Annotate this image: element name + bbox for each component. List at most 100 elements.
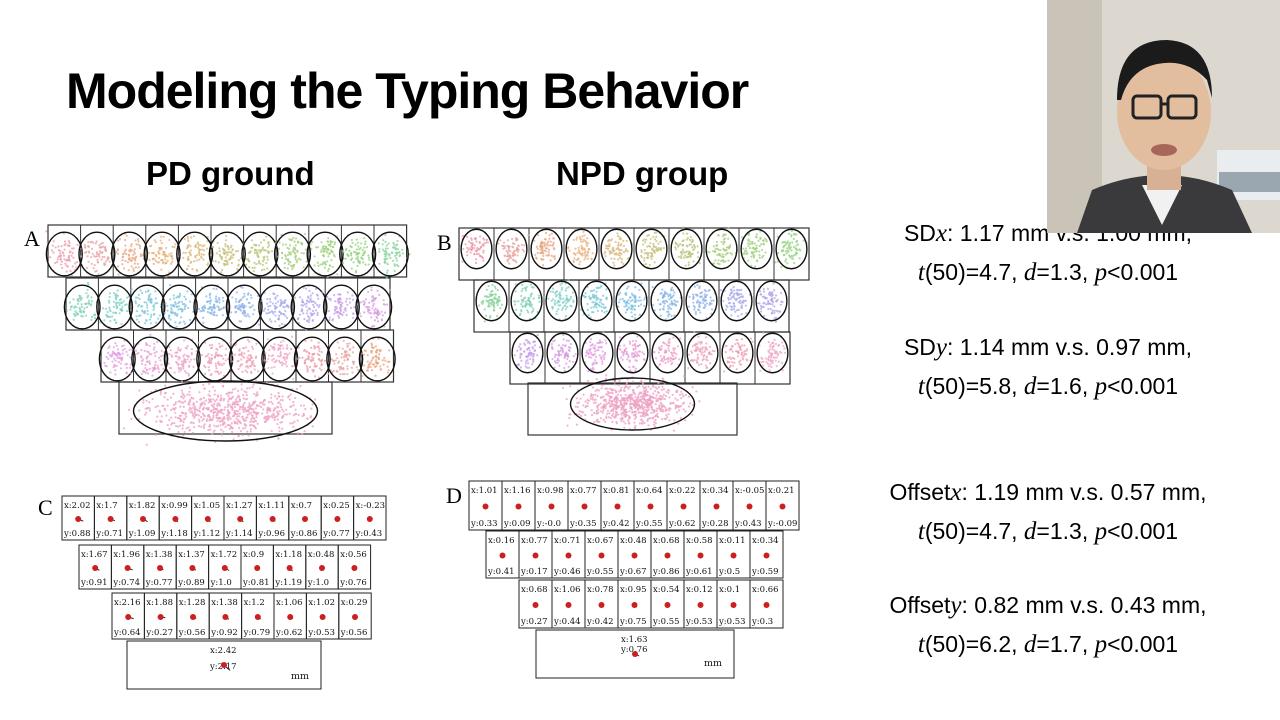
pd-touch-point (164, 258, 167, 261)
npd-touch-point (743, 251, 746, 255)
pd-touch-point (242, 394, 245, 397)
pd-touch-point (68, 241, 71, 245)
npd-touch-point (645, 238, 648, 241)
npd-touch-point (520, 303, 523, 306)
pd-touch-point (323, 262, 326, 265)
npd-touch-point (554, 292, 557, 295)
npd-touch-point (665, 343, 669, 347)
npd-touch-point (723, 233, 726, 236)
npd-touch-point (468, 247, 471, 250)
npd-touch-point (612, 246, 615, 249)
npd-touch-point (696, 256, 700, 259)
pd-touch-point (363, 237, 366, 240)
pd-touch-point (217, 409, 221, 412)
pd-touch-point (230, 244, 233, 247)
pd-touch-point (215, 425, 218, 428)
pd-touch-point (276, 422, 279, 426)
pd-touch-point (156, 415, 159, 418)
pd-touch-point (245, 298, 249, 301)
pd-touch-point (303, 303, 306, 306)
pd-touch-point (379, 365, 382, 368)
pd-touch-point (278, 429, 281, 433)
npd-touch-point (684, 254, 687, 257)
npd-touch-point (736, 288, 739, 292)
pd-touch-point (240, 358, 243, 361)
npd-touch-point (616, 232, 619, 235)
npd-touch-point (639, 395, 642, 398)
npd-touch-point (486, 241, 490, 244)
npd-touch-point (742, 247, 745, 250)
npd-touch-point (753, 247, 756, 251)
pd-touch-point (175, 325, 178, 328)
npd-touch-point (693, 349, 696, 352)
pd-touch-point (283, 261, 286, 265)
pd-touch-point (252, 408, 255, 411)
pd-touch-point (230, 311, 233, 314)
npd-touch-point (697, 308, 701, 312)
pd-touch-point (119, 362, 122, 365)
pd-touch-point (294, 244, 297, 247)
npd-touch-point (764, 251, 767, 254)
npd-touch-point (555, 290, 559, 293)
pd-touch-point (219, 371, 223, 374)
pd-touch-point (326, 247, 330, 251)
npd-touch-point (553, 303, 557, 306)
npd-touch-point (669, 357, 673, 360)
pd-touch-point (230, 255, 233, 258)
npd-touch-point (762, 302, 765, 305)
pd-touch-point (136, 238, 140, 241)
pd-touch-point (374, 345, 377, 348)
npd-touch-point (761, 357, 764, 361)
pd-touch-point (208, 361, 211, 364)
panel-label-a: A (24, 226, 40, 251)
npd-touch-point (733, 289, 736, 292)
npd-touch-point (618, 399, 621, 403)
pd-touch-point (384, 252, 387, 255)
npd-touch-point (692, 243, 695, 247)
npd-touch-point (669, 288, 673, 291)
pd-touch-point (328, 252, 331, 256)
npd-touch-point (597, 286, 601, 289)
pd-touch-point (245, 361, 248, 364)
pd-touch-point (117, 351, 120, 354)
pd-touch-point (356, 257, 359, 260)
pd-touch-point (392, 241, 395, 244)
pd-touch-point (128, 348, 131, 351)
pd-touch-point (215, 398, 218, 401)
npd-touch-point (742, 358, 745, 361)
pd-touch-point (224, 353, 227, 357)
npd-touch-point (672, 347, 675, 350)
npd-touch-point (557, 359, 561, 362)
pd-touch-point (260, 268, 264, 272)
npd-touch-point (613, 264, 616, 267)
pd-touch-point (120, 322, 123, 326)
pd-touch-point (241, 434, 244, 437)
pd-touch-point (156, 340, 159, 344)
pd-touch-point (132, 253, 135, 257)
npd-touch-point (777, 251, 780, 255)
pd-touch-point (169, 304, 173, 307)
pd-touch-point (154, 259, 157, 262)
pd-touch-point (366, 308, 370, 311)
pd-key-ellipse (63, 284, 101, 330)
npd-touch-point (694, 310, 697, 314)
pd-touch-point (370, 359, 373, 362)
npd-touch-point (578, 251, 582, 255)
pd-touch-point (180, 395, 183, 398)
npd-touch-point (566, 354, 570, 358)
pd-touch-point (292, 264, 295, 267)
npd-touch-point (738, 360, 741, 363)
pd-touch-point (294, 237, 298, 240)
npd-touch-point (617, 241, 620, 244)
npd-touch-point (668, 306, 671, 309)
npd-touch-point (726, 305, 729, 309)
npd-touch-point (595, 349, 599, 352)
npd-touch-point (644, 241, 647, 244)
npd-touch-point (544, 247, 548, 250)
npd-touch-point (583, 296, 587, 299)
pd-key-ellipse (339, 231, 377, 277)
pd-touch-point (87, 260, 90, 263)
pd-touch-point (174, 321, 177, 324)
pd-touch-point (362, 261, 365, 264)
npd-touch-point (788, 241, 791, 244)
